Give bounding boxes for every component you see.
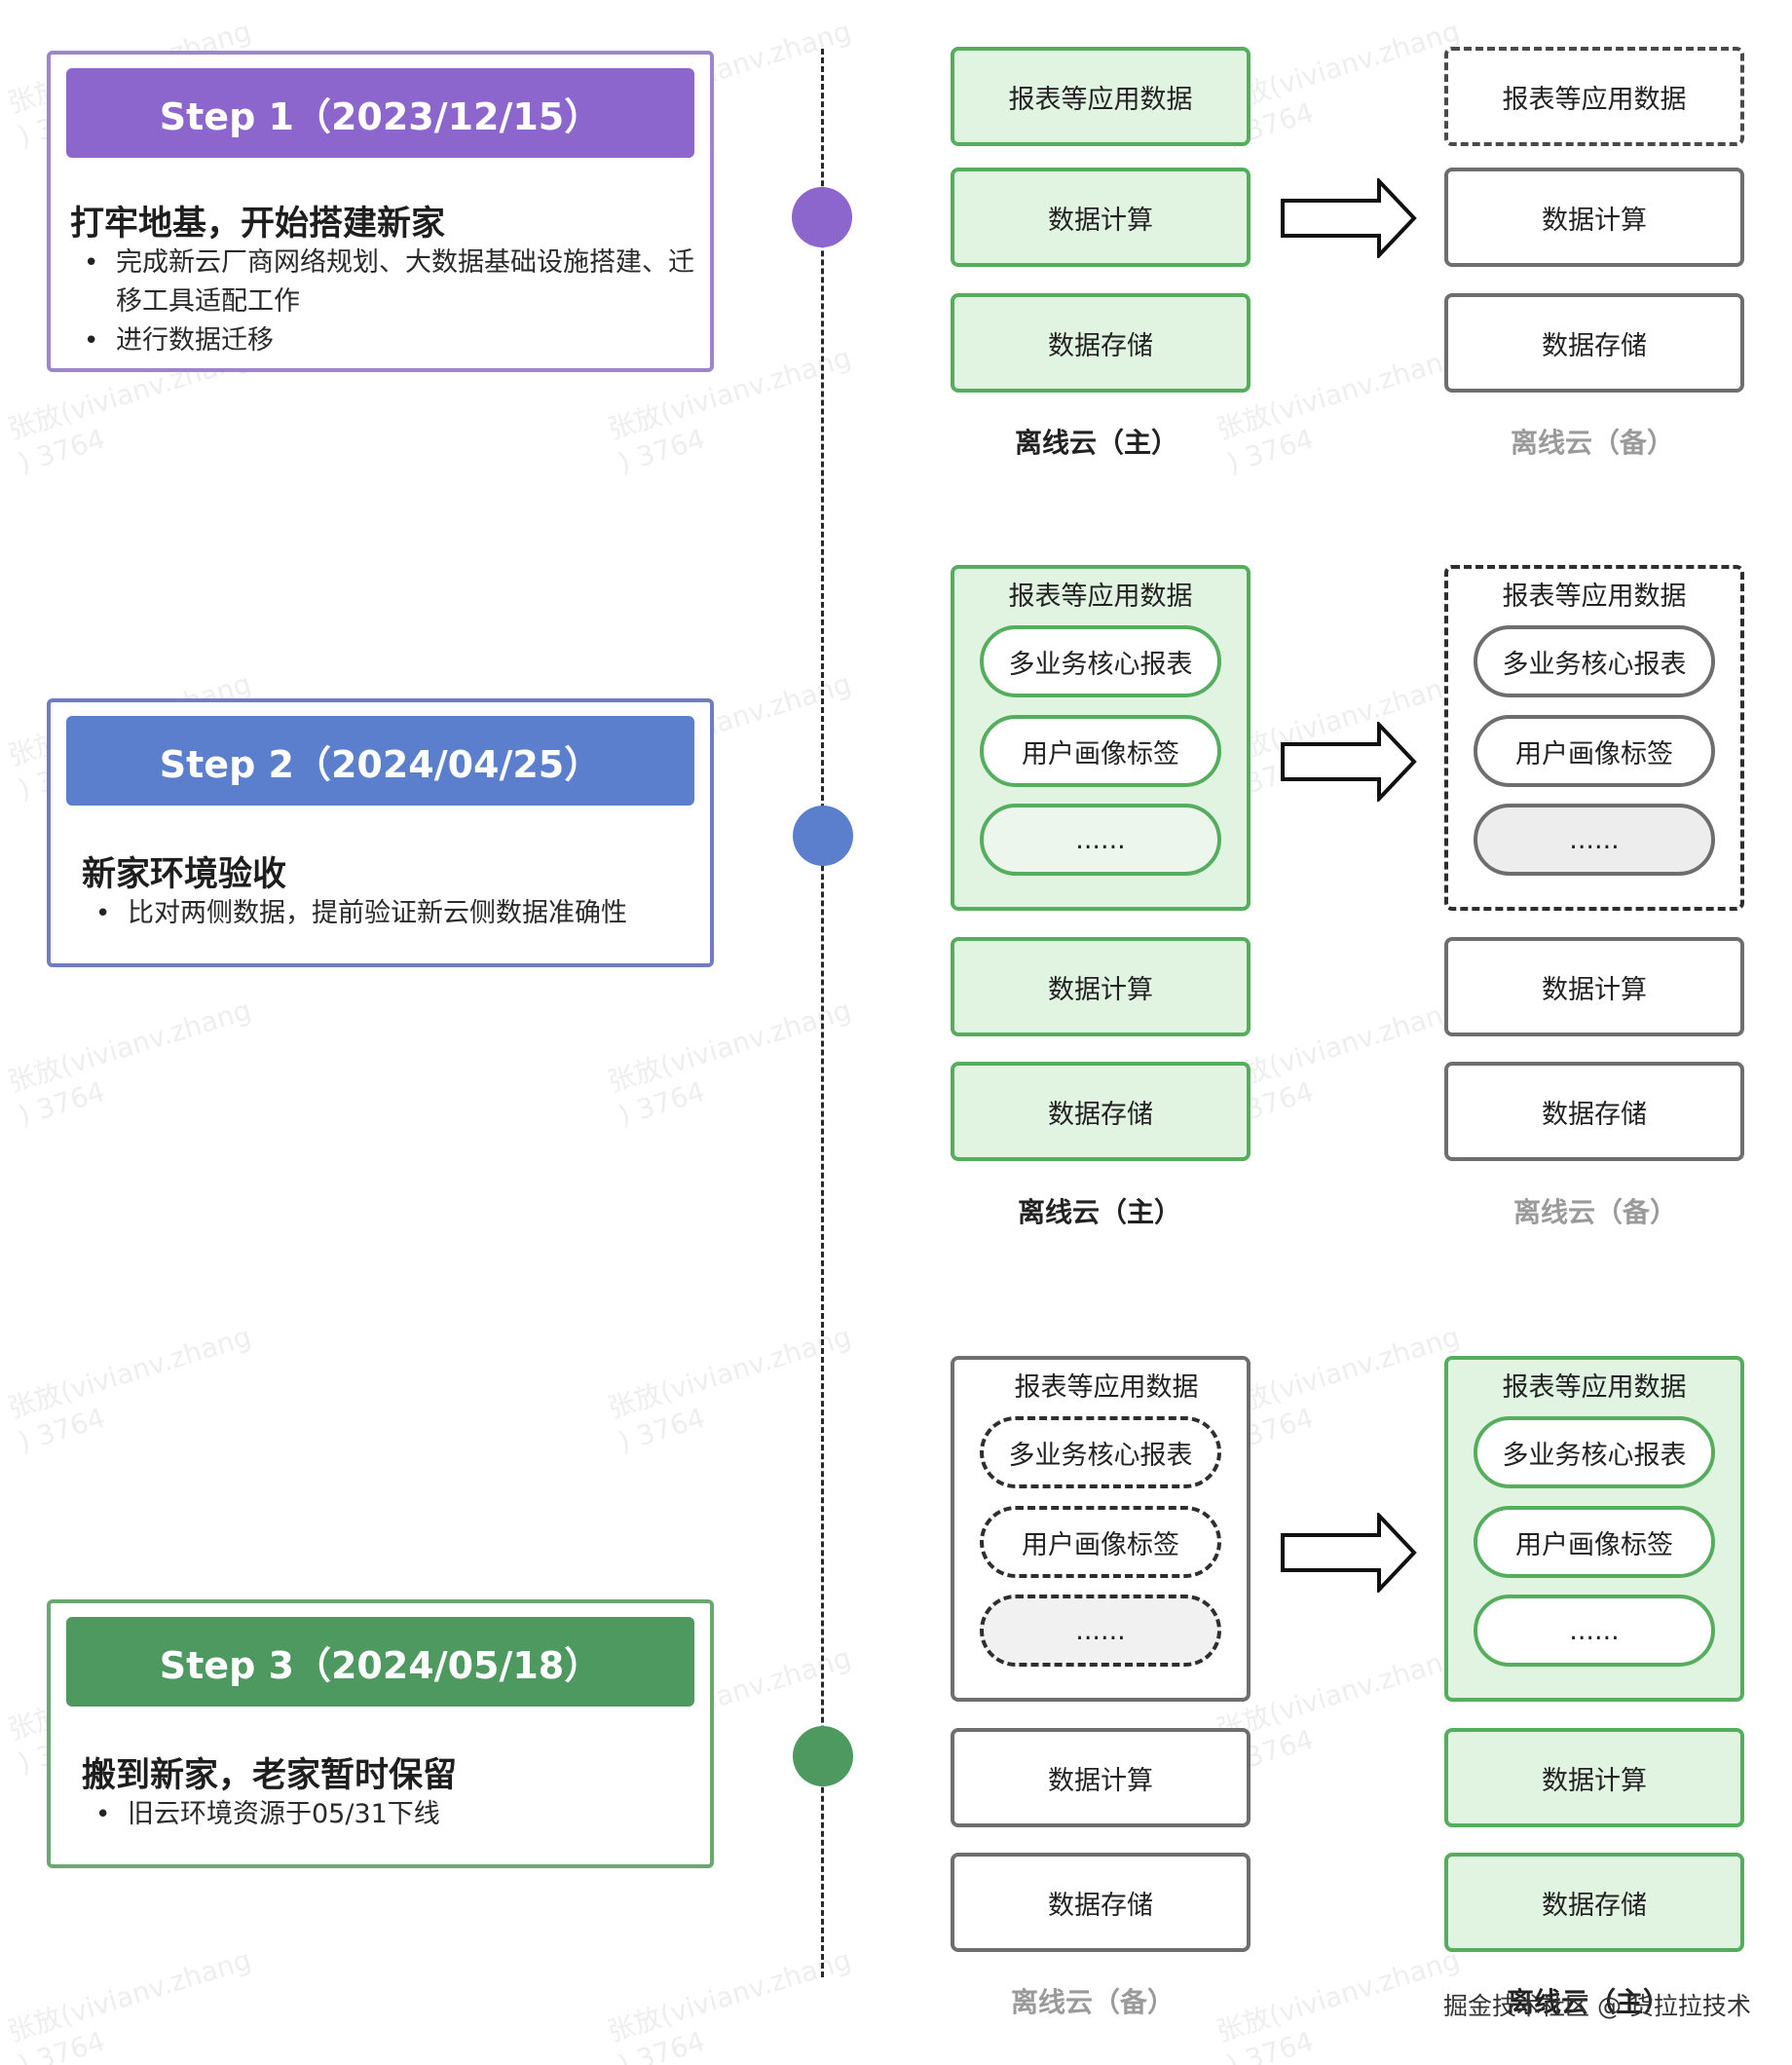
step3-header: Step 3（2024/05/18） [66, 1617, 694, 1707]
storage-box: 数据存储 [951, 1062, 1251, 1161]
compute-box: 数据计算 [951, 937, 1251, 1036]
storage-box: 数据存储 [951, 293, 1251, 393]
app-data-group-old: 报表等应用数据 多业务核心报表 用户画像标签 ...... [951, 1356, 1251, 1702]
watermark: 张放(vivianv.zhang ) 3764 [4, 1943, 255, 2065]
app-data-box: 报表等应用数据 [951, 47, 1251, 146]
compute-box-old: 数据计算 [951, 1728, 1251, 1827]
watermark: 张放(vivianv.zhang ) 3764 [1213, 15, 1464, 153]
group-title: 报表等应用数据 [1502, 1372, 1687, 1403]
watermark: 张放(vivianv.zhang ) 3764 [4, 1320, 255, 1458]
migration-arrow [1281, 1513, 1417, 1593]
watermark: 张放(vivianv.zhang ) 3764 [604, 1943, 855, 2065]
step3-bullets: 旧云环境资源于05/31下线 [84, 1795, 707, 1834]
storage-box-backup: 数据存储 [1444, 293, 1744, 393]
user-tags-pill: 用户画像标签 [980, 715, 1221, 787]
core-reports-pill: 多业务核心报表 [980, 1416, 1221, 1488]
migration-arrow [1281, 722, 1417, 802]
primary-cloud-label: 离线云（主） [1017, 1196, 1181, 1228]
watermark: 张放(vivianv.zhang ) 3764 [604, 1320, 855, 1458]
step3-title: 搬到新家，老家暂时保留 [82, 1756, 458, 1795]
timeline-dot-step2 [793, 806, 853, 866]
backup-cloud-label: 离线云（备） [1510, 427, 1674, 459]
migration-arrow [1281, 178, 1417, 258]
core-reports-pill: 多业务核心报表 [980, 625, 1221, 697]
compute-box-backup: 数据计算 [1444, 168, 1744, 267]
watermark: 张放(vivianv.zhang ) 3764 [1213, 1641, 1464, 1780]
storage-box-old: 数据存储 [951, 1853, 1251, 1952]
user-tags-pill: 用户画像标签 [980, 1506, 1221, 1578]
watermark: 张放(vivianv.zhang ) 3764 [1213, 1943, 1464, 2065]
timeline-line [821, 49, 824, 1977]
backup-cloud-label: 离线云（备） [1010, 1986, 1175, 2018]
list-item: 完成新云厂商网络规划、大数据基础设施搭建、迁移工具适配工作 [72, 244, 695, 321]
watermark: 张放(vivianv.zhang ) 3764 [1213, 341, 1464, 479]
group-title: 报表等应用数据 [1014, 1372, 1199, 1403]
step3-card: Step 3（2024/05/18） 搬到新家，老家暂时保留 旧云环境资源于05… [47, 1599, 714, 1868]
step2-title: 新家环境验收 [82, 855, 287, 894]
step2-card: Step 2（2024/04/25） 新家环境验收 比对两侧数据，提前验证新云侧… [47, 698, 714, 967]
user-tags-pill: 用户画像标签 [1474, 1506, 1715, 1578]
footer-credit: 掘金技术社区 @ 货拉拉技术 [1443, 1992, 1751, 2020]
primary-cloud-label: 离线云（主） [1014, 427, 1178, 459]
backup-cloud-label: 离线云（备） [1512, 1196, 1677, 1228]
watermark: 张放(vivianv.zhang ) 3764 [1213, 994, 1464, 1132]
app-data-box-backup: 报表等应用数据 [1444, 47, 1744, 146]
core-reports-pill: 多业务核心报表 [1474, 625, 1715, 697]
core-reports-pill: 多业务核心报表 [1474, 1416, 1715, 1488]
watermark: 张放(vivianv.zhang ) 3764 [1213, 1320, 1464, 1458]
watermark: 张放(vivianv.zhang ) 3764 [604, 994, 855, 1132]
compute-box: 数据计算 [951, 168, 1251, 267]
storage-box-backup: 数据存储 [1444, 1062, 1744, 1161]
ellipsis-pill: ...... [1474, 1595, 1715, 1667]
step1-title: 打牢地基，开始搭建新家 [70, 205, 446, 244]
primary-cloud-label: 离线云（主） [1506, 1986, 1670, 2018]
ellipsis-pill: ...... [980, 804, 1221, 876]
app-data-group-backup: 报表等应用数据 多业务核心报表 用户画像标签 ...... [1444, 565, 1744, 911]
step1-card: Step 1（2023/12/15） 打牢地基，开始搭建新家 完成新云厂商网络规… [47, 51, 714, 372]
step1-bullets: 完成新云厂商网络规划、大数据基础设施搭建、迁移工具适配工作 进行数据迁移 [72, 244, 695, 360]
watermark: 张放(vivianv.zhang ) 3764 [4, 994, 255, 1132]
step2-bullets: 比对两侧数据，提前验证新云侧数据准确性 [84, 894, 707, 933]
list-item: 比对两侧数据，提前验证新云侧数据准确性 [84, 894, 707, 933]
step1-header: Step 1（2023/12/15） [66, 68, 694, 158]
app-data-group: 报表等应用数据 多业务核心报表 用户画像标签 ...... [951, 565, 1251, 911]
ellipsis-pill: ...... [1474, 804, 1715, 876]
group-title: 报表等应用数据 [1008, 582, 1193, 612]
app-data-group-new: 报表等应用数据 多业务核心报表 用户画像标签 ...... [1444, 1356, 1744, 1702]
list-item: 旧云环境资源于05/31下线 [84, 1795, 707, 1834]
timeline-dot-step1 [792, 187, 852, 247]
group-title: 报表等应用数据 [1502, 582, 1687, 612]
compute-box-backup: 数据计算 [1444, 937, 1744, 1036]
storage-box-new: 数据存储 [1444, 1853, 1744, 1952]
user-tags-pill: 用户画像标签 [1474, 715, 1715, 787]
ellipsis-pill: ...... [980, 1595, 1221, 1667]
step2-header: Step 2（2024/04/25） [66, 716, 694, 806]
timeline-dot-step3 [793, 1726, 853, 1786]
list-item: 进行数据迁移 [72, 321, 695, 360]
compute-box-new: 数据计算 [1444, 1728, 1744, 1827]
